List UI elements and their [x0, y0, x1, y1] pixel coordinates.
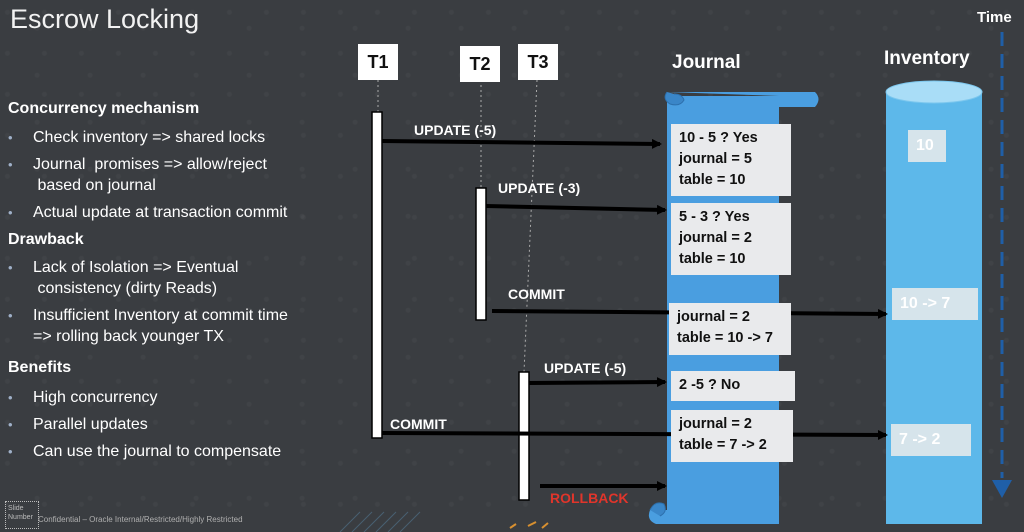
- bullet-item: • High concurrency: [8, 387, 158, 408]
- tx-label-t3: T3: [518, 44, 558, 80]
- bullet-icon: •: [8, 390, 13, 405]
- section-heading-benefits: Benefits: [8, 359, 72, 376]
- arrow-label-commit-t2: COMMIT: [508, 286, 565, 302]
- journal-entry-line: journal = 2: [679, 230, 752, 246]
- arrow-label-rollback: ROLLBACK: [550, 490, 629, 506]
- time-arrow-head-icon: [992, 480, 1012, 498]
- bullet-item: • Actual update at transaction commit: [8, 202, 288, 223]
- t3-lifeline: [523, 79, 538, 373]
- arrow-update-t2: [485, 204, 667, 215]
- arrow-commit-t1: [381, 429, 888, 440]
- tx-label-t1: T1: [358, 44, 398, 80]
- journal-heading: Journal: [672, 52, 741, 73]
- inventory-value-1: 10: [908, 130, 946, 162]
- arrow-label-commit-t1: COMMIT: [390, 416, 447, 432]
- bullet-text: Can use the journal to compensate: [33, 443, 282, 460]
- bullet-icon: •: [8, 417, 13, 432]
- inventory-value-2: 10 -> 7: [892, 288, 978, 320]
- bullet-text: Journal promises => allow/reject based o…: [33, 156, 267, 194]
- section-heading-concurrency: Concurrency mechanism: [8, 100, 200, 117]
- journal-entry-line: 5 - 3 ? Yes: [679, 209, 750, 225]
- bullet-item: • Can use the journal to compensate: [8, 441, 282, 462]
- journal-entry-line: journal = 2: [679, 416, 752, 432]
- bullet-icon: •: [8, 308, 13, 323]
- bullet-text: Parallel updates: [33, 416, 148, 433]
- bullet-icon: •: [8, 157, 13, 172]
- bullet-icon: •: [8, 444, 13, 459]
- bullet-item: • Journal promises => allow/reject based …: [8, 154, 267, 196]
- journal-entry-line: 2 -5 ? No: [679, 377, 741, 393]
- arrow-update-t3: [528, 377, 667, 388]
- section-heading-drawback: Drawback: [8, 231, 84, 248]
- t2-activation-bar: [475, 187, 487, 321]
- tx-label-t2: T2: [460, 46, 500, 82]
- bullet-icon: •: [8, 260, 13, 275]
- inventory-value-3: 7 -> 2: [891, 424, 971, 456]
- t1-activation-bar: [371, 111, 383, 439]
- arrow-label-update-t1: UPDATE (-5): [414, 122, 497, 138]
- journal-entry-2: 5 - 3 ? Yes journal = 2 table = 10: [671, 203, 791, 275]
- journal-entry-line: 10 - 5 ? Yes: [679, 130, 758, 146]
- arrow-label-update-t2: UPDATE (-3): [498, 180, 581, 196]
- inventory-heading: Inventory: [884, 48, 970, 69]
- bullet-item: • Parallel updates: [8, 414, 148, 435]
- arrow-label-update-t3: UPDATE (-5): [544, 360, 627, 376]
- bullet-icon: •: [8, 130, 13, 145]
- bullet-icon: •: [8, 205, 13, 220]
- time-label: Time: [977, 9, 1012, 26]
- journal-entry-3: journal = 2 table = 10 -> 7: [669, 303, 791, 355]
- journal-entry-4: 2 -5 ? No: [671, 371, 795, 401]
- bullet-text: Lack of Isolation => Eventual consistenc…: [33, 259, 239, 297]
- journal-entry-line: table = 10 -> 7: [677, 330, 773, 346]
- bullet-text: Insufficient Inventory at commit time =>…: [33, 307, 288, 345]
- confidentiality-footer: Confidential – Oracle Internal/Restricte…: [38, 515, 243, 524]
- journal-entry-1: 10 - 5 ? Yes journal = 5 table = 10: [671, 124, 791, 196]
- page-title: Escrow Locking: [10, 4, 200, 34]
- bullet-text: Check inventory => shared locks: [33, 129, 266, 146]
- bullet-text: Actual update at transaction commit: [33, 204, 288, 221]
- t3-activation-bar: [518, 371, 530, 501]
- journal-entry-line: journal = 2: [677, 309, 750, 325]
- journal-entry-line: journal = 5: [679, 151, 752, 167]
- arrow-update-t1: [381, 138, 662, 149]
- bullet-item: • Lack of Isolation => Eventual consisten…: [8, 257, 239, 299]
- decorative-stripes: [339, 511, 421, 532]
- decorative-marks: [509, 521, 549, 529]
- bullet-item: • Check inventory => shared locks: [8, 127, 266, 148]
- bullet-text: High concurrency: [33, 389, 158, 406]
- journal-entry-5: journal = 2 table = 7 -> 2: [671, 410, 793, 462]
- journal-entry-line: table = 7 -> 2: [679, 437, 767, 453]
- journal-entry-line: table = 10: [679, 172, 746, 188]
- bullet-item: • Insufficient Inventory at commit time =…: [8, 305, 288, 347]
- journal-entry-line: table = 10: [679, 251, 746, 267]
- slide-number-placeholder: Slide Number: [5, 501, 39, 529]
